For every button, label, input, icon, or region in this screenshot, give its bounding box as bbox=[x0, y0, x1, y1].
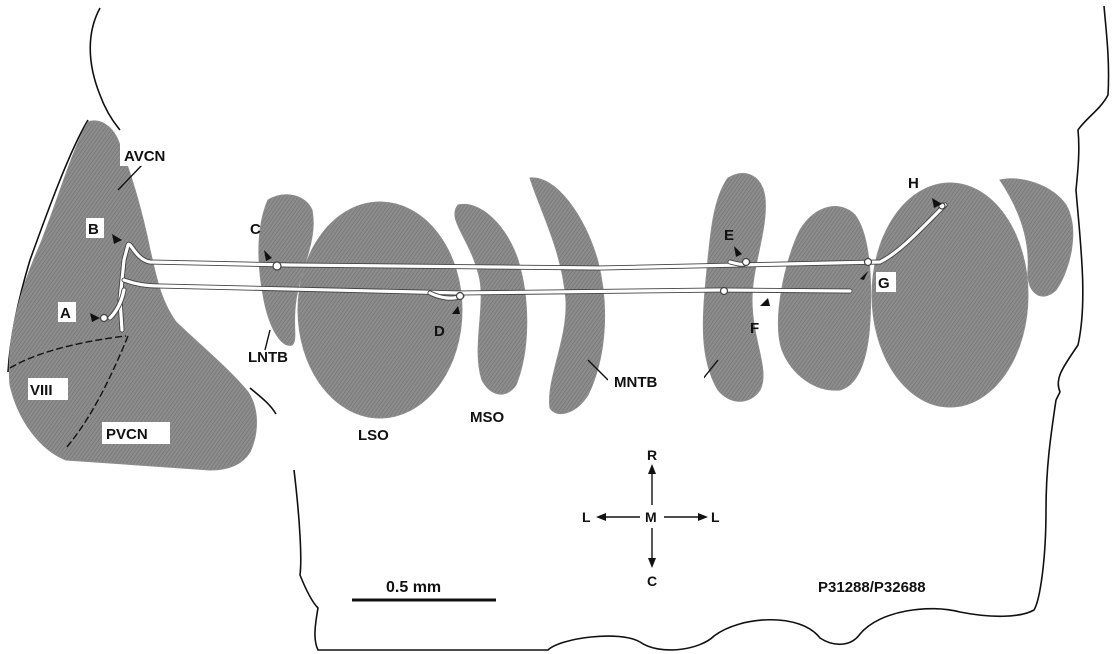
specimen-id: P31288/P32688 bbox=[818, 579, 926, 596]
right-nucleus-region-1 bbox=[778, 207, 870, 391]
label-terminal-c: C bbox=[250, 221, 261, 238]
arrowhead-f bbox=[760, 298, 770, 306]
label-terminal-e: E bbox=[724, 227, 734, 244]
compass-caudal: C bbox=[647, 573, 657, 589]
mntb-band-left bbox=[530, 178, 605, 414]
label-terminal-f: F bbox=[750, 320, 759, 337]
cochlear-nucleus-region bbox=[9, 121, 256, 470]
compass-medial: M bbox=[645, 509, 657, 525]
right-nucleus-region-2 bbox=[872, 183, 1028, 407]
scale-bar: 0.5 mm bbox=[352, 579, 496, 600]
scale-bar-label: 0.5 mm bbox=[386, 579, 441, 596]
orientation-compass: R M C L L bbox=[582, 447, 720, 589]
label-terminal-b: B bbox=[88, 221, 99, 238]
label-lso: LSO bbox=[358, 427, 389, 444]
label-terminal-a: A bbox=[60, 305, 71, 322]
label-pvcn: PVCN bbox=[106, 426, 148, 443]
mso-region bbox=[455, 204, 527, 394]
label-terminal-d: D bbox=[434, 323, 445, 340]
compass-rostral: R bbox=[647, 447, 657, 463]
label-mntb: MNTB bbox=[614, 374, 657, 391]
compass-lateral-right: L bbox=[711, 509, 720, 525]
lso-region bbox=[298, 202, 462, 418]
compass-lateral-left: L bbox=[582, 509, 591, 525]
label-terminal-h: H bbox=[908, 175, 919, 192]
label-terminal-g: G bbox=[878, 275, 890, 292]
label-avcn: AVCN bbox=[124, 148, 165, 165]
label-lntb: LNTB bbox=[248, 349, 288, 366]
label-viii: VIII bbox=[30, 382, 53, 399]
label-mso: MSO bbox=[470, 409, 505, 426]
